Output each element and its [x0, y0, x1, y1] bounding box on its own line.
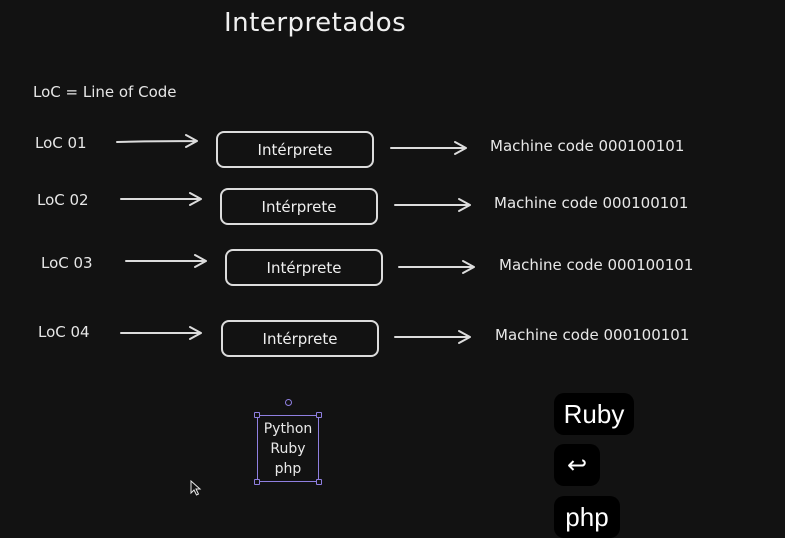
return-arrow-icon: ↩ — [566, 451, 588, 479]
diagram-title: Interpretados — [224, 8, 407, 38]
arrow-right-icon[interactable] — [394, 329, 474, 345]
machine-code-text-2[interactable]: Machine code 000100101 — [494, 194, 689, 212]
machine-code-text-1[interactable]: Machine code 000100101 — [490, 137, 685, 155]
arrow-right-icon[interactable] — [116, 134, 200, 150]
interpreter-label: Intérprete — [257, 140, 333, 159]
suggestion-chip-php[interactable]: php — [554, 496, 620, 538]
interpreter-box-4[interactable]: Intérprete — [221, 320, 379, 357]
loc-label-1[interactable]: LoC 01 — [35, 134, 87, 152]
resize-handle-top-right[interactable] — [316, 412, 322, 418]
chip-label: php — [565, 501, 609, 532]
machine-code-text-4[interactable]: Machine code 000100101 — [495, 326, 690, 344]
legend-text: LoC = Line of Code — [33, 83, 177, 101]
machine-code-text-3[interactable]: Machine code 000100101 — [499, 256, 694, 274]
interpreter-label: Intérprete — [262, 329, 338, 348]
selected-text-element[interactable]: Python Ruby php — [257, 415, 319, 482]
interpreter-box-1[interactable]: Intérprete — [216, 131, 374, 168]
arrow-right-icon[interactable] — [398, 259, 478, 275]
note-line-1: Python — [263, 420, 313, 437]
loc-label-3[interactable]: LoC 03 — [41, 254, 93, 272]
interpreter-label: Intérprete — [266, 258, 342, 277]
interpreter-box-3[interactable]: Intérprete — [225, 249, 383, 286]
arrow-right-icon[interactable] — [125, 253, 209, 269]
resize-handle-bottom-left[interactable] — [254, 479, 260, 485]
interpreter-box-2[interactable]: Intérprete — [220, 188, 378, 225]
resize-handle-bottom-right[interactable] — [316, 479, 322, 485]
mouse-cursor-icon — [190, 480, 202, 496]
loc-label-4[interactable]: LoC 04 — [38, 323, 90, 341]
resize-handle-top-left[interactable] — [254, 412, 260, 418]
interpreter-label: Intérprete — [261, 197, 337, 216]
note-line-3: php — [274, 460, 302, 477]
arrow-right-icon[interactable] — [120, 191, 204, 207]
loc-label-2[interactable]: LoC 02 — [37, 191, 89, 209]
arrow-right-icon[interactable] — [120, 325, 204, 341]
chip-label: Ruby — [563, 398, 625, 429]
arrow-right-icon[interactable] — [394, 197, 474, 213]
return-key-chip[interactable]: ↩ — [554, 444, 600, 486]
note-line-2: Ruby — [270, 440, 306, 457]
suggestion-chip-ruby[interactable]: Ruby — [554, 393, 634, 435]
arrow-right-icon[interactable] — [390, 140, 470, 156]
rotate-handle[interactable] — [285, 399, 292, 406]
